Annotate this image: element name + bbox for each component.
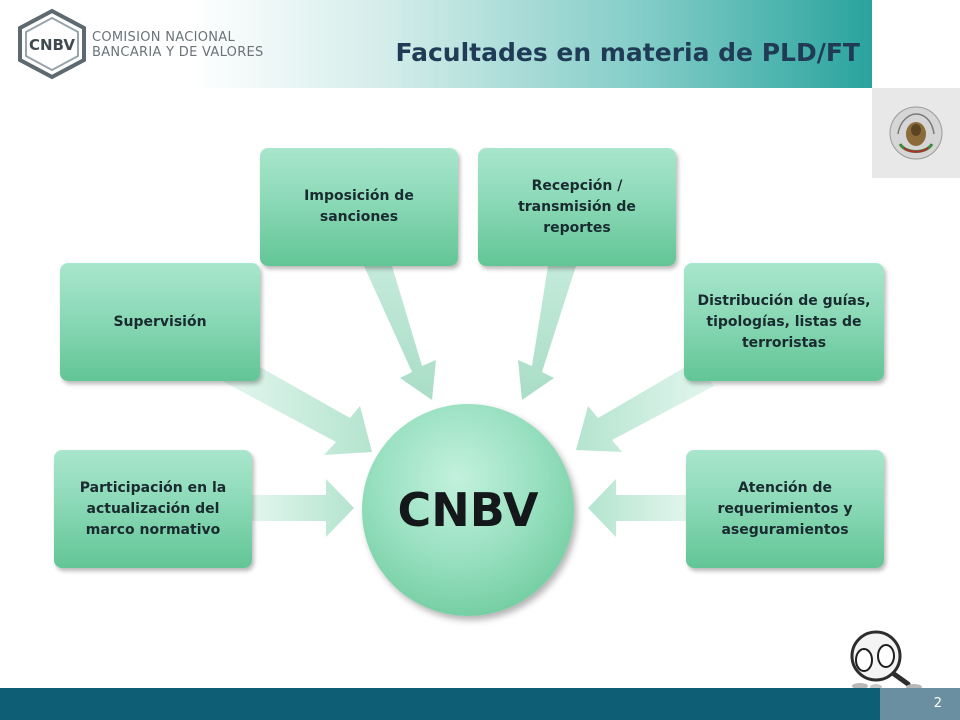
hub-label: CNBV <box>397 483 539 537</box>
mexico-seal-icon <box>889 106 943 160</box>
page-number: 2 <box>933 696 942 711</box>
node-distribucion-label: Distribución de guías, tipologías, lista… <box>697 292 871 351</box>
node-recepcion: Recepción / transmisión de reportes <box>478 148 676 266</box>
node-participacion-label: Participación en la actualización del ma… <box>79 479 227 538</box>
footer-bar <box>0 688 960 720</box>
org-name-line1: COMISION NACIONAL <box>92 30 236 45</box>
node-distribucion: Distribución de guías, tipologías, lista… <box>684 263 884 381</box>
magnifier-eyes-icon <box>850 630 922 690</box>
logo-text: CNBV <box>29 36 75 54</box>
arrow-participacion <box>252 479 354 537</box>
page-title: Facultades en materia de PLD/FT <box>395 38 860 67</box>
header-band <box>0 0 872 88</box>
arrow-recepcion <box>518 266 576 400</box>
hub-cnbv: CNBV <box>362 404 574 616</box>
magnifier-eyes <box>836 626 936 694</box>
org-name: COMISION NACIONAL BANCARIA Y DE VALORES <box>92 30 264 60</box>
node-supervision-label: Supervisión <box>113 313 207 330</box>
node-recepcion-label: Recepción / transmisión de reportes <box>518 177 636 236</box>
node-imposicion: Imposición de sanciones <box>260 148 458 266</box>
arrow-imposicion <box>364 266 436 400</box>
node-atencion: Atención de requerimientos y aseguramien… <box>686 450 884 568</box>
node-supervision: Supervisión <box>60 263 260 381</box>
cnbv-logo: CNBV <box>14 8 254 80</box>
node-imposicion-label: Imposición de sanciones <box>304 188 414 225</box>
cnbv-logo-icon: CNBV <box>18 8 86 80</box>
arrow-supervision <box>224 358 372 455</box>
org-name-line2: BANCARIA Y DE VALORES <box>92 45 264 60</box>
seal-box <box>872 88 960 178</box>
node-atencion-label: Atención de requerimientos y aseguramien… <box>717 479 853 538</box>
node-participacion: Participación en la actualización del ma… <box>54 450 252 568</box>
arrow-distribucion <box>576 362 714 452</box>
arrow-atencion <box>588 479 690 537</box>
page-number-box: 2 <box>880 688 960 720</box>
